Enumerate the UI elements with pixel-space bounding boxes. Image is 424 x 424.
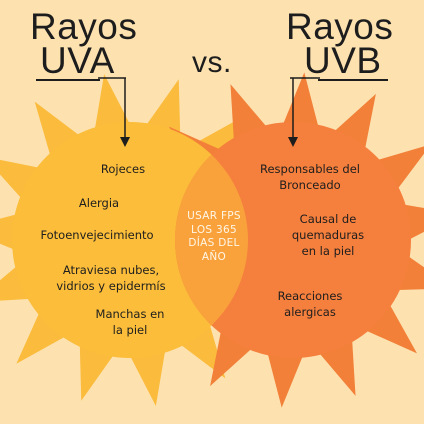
uvb-title-line1: Rayos <box>286 6 394 47</box>
uva-arrow <box>98 77 130 147</box>
uva-item-atraviesa: Atraviesa nubes, vidrios y epidermís <box>56 263 166 293</box>
uva-item-alergia: Alergia <box>78 196 120 210</box>
uvb-title-line2: UVB <box>304 40 382 81</box>
uvb-item-reacciones: Reacciones alergicas <box>277 289 343 319</box>
uvb-title-underline <box>318 79 388 81</box>
uva-item-rojeces: Rojeces <box>100 162 146 176</box>
overlap-region <box>174 154 249 326</box>
uvb-item-quemaduras: Causal de quemaduras en la piel <box>291 212 365 258</box>
uvb-sun-circle <box>175 122 411 358</box>
uva-sun-circle <box>12 122 248 358</box>
uva-title-line2: UVA <box>40 40 115 81</box>
uvb-arrow <box>288 77 320 147</box>
uvb-sun-ray <box>279 72 321 136</box>
uvb-sun-ray <box>265 344 307 408</box>
uvb-sun-ray <box>368 146 424 197</box>
shared-recommendation: USAR FPS LOS 365 DÍAS DEL AÑO <box>187 210 241 263</box>
uva-item-manchas: Manchas en la piel <box>95 307 165 337</box>
uva-title-underline <box>36 79 100 81</box>
versus-label: vs. <box>192 46 232 79</box>
uva-item-fotoenvejecimiento: Fotoenvejecimiento <box>40 228 154 242</box>
uva-title-line1: Rayos <box>30 6 138 47</box>
uvb-item-bronceado: Responsables del Bronceado <box>260 162 360 192</box>
